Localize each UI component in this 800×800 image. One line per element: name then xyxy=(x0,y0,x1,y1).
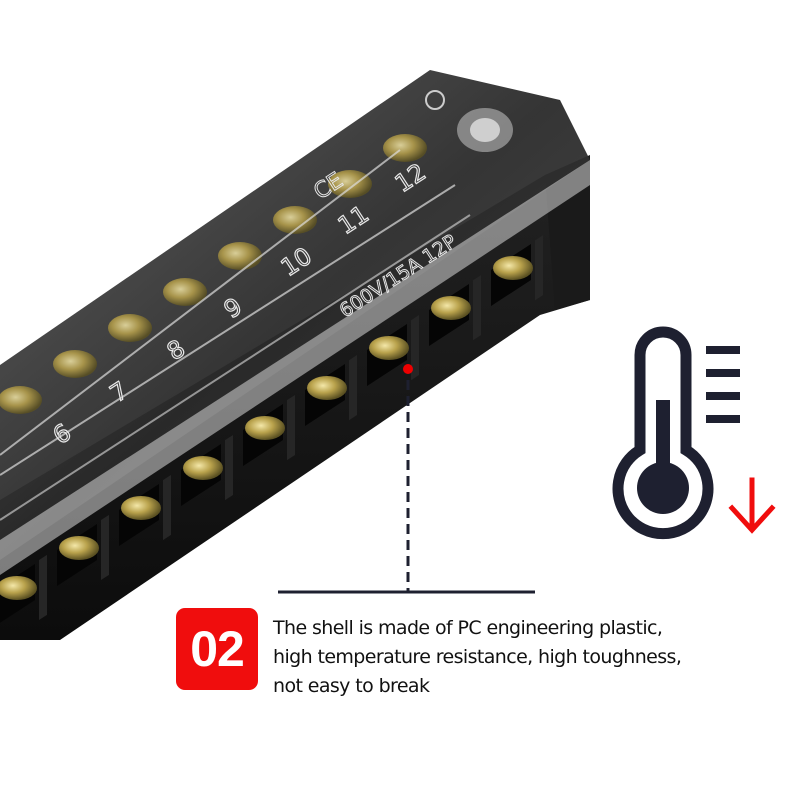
description-line: not easy to break xyxy=(273,675,430,697)
cover-edge xyxy=(0,160,590,575)
terminal-screw xyxy=(218,242,262,270)
terminal-screw xyxy=(273,206,317,234)
description-line: high temperature resistance, high toughn… xyxy=(273,646,682,668)
feature-number-badge: 02 xyxy=(176,608,258,690)
terminal-screw xyxy=(0,386,42,414)
terminal-slot xyxy=(119,474,171,546)
terminal-screw xyxy=(53,350,97,378)
feature-description: The shell is made of PC engineering plas… xyxy=(273,614,682,701)
terminal-slot xyxy=(305,355,357,426)
terminal-slot xyxy=(243,394,295,466)
terminal-screw xyxy=(163,278,207,306)
terminal-slot xyxy=(57,514,109,586)
terminal-slot xyxy=(181,434,233,506)
terminal-slot xyxy=(491,235,543,306)
terminal-screw xyxy=(108,314,152,342)
arrow-down-icon xyxy=(728,477,776,534)
description-line: The shell is made of PC engineering plas… xyxy=(273,617,663,639)
terminal-slot xyxy=(0,554,47,623)
terminal-slot xyxy=(429,275,481,346)
terminal-slot xyxy=(367,315,419,386)
terminal-screw xyxy=(328,170,372,198)
callout-dot xyxy=(403,364,413,374)
thermometer-icon xyxy=(612,326,740,540)
